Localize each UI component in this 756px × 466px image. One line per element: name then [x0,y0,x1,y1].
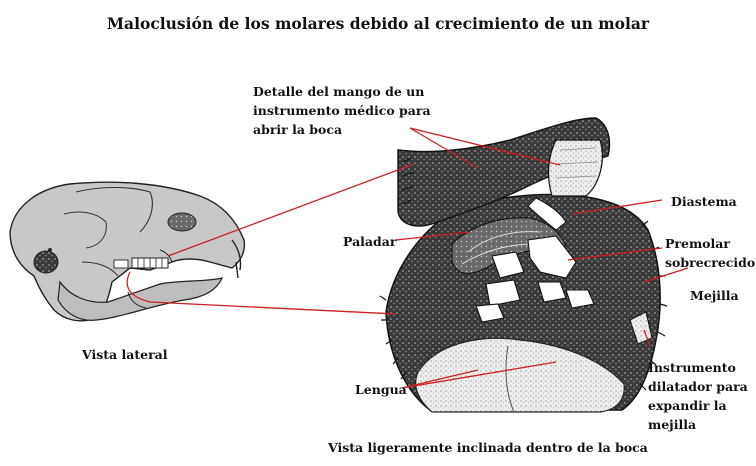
leader-lines [126,127,689,389]
label-instrument-handle: Detalle del mango de un instrumento médi… [253,82,431,139]
leader-skull-to-handle [167,163,415,257]
leader-paladar [395,231,471,241]
instrument-blade [547,139,603,197]
label-instrument-line3: abrir la boca [253,122,343,137]
label-premolar-line2: sobrecrecido [665,255,756,270]
label-instrument-line2: instrumento médico para [253,103,431,118]
mouth-interior-drawing [379,117,668,413]
label-dilator-line1: Instrumento [648,360,736,375]
skull-orbit [167,212,197,232]
tongue [415,337,625,413]
leader-mejilla [643,267,689,283]
label-lengua: Lengua [355,382,407,397]
leader-diastema [571,199,663,215]
label-dilator-line4: mejilla [648,417,697,432]
premolar-overgrown [527,235,577,279]
leader-premolar [567,247,663,261]
leader-skull-to-cheek [126,271,397,315]
label-premolar-line1: Premolar [665,236,730,251]
leader-lengua-1 [401,369,479,389]
caption-lateral-view: Vista lateral [82,347,168,362]
label-dilator-line3: expandir la [648,398,727,413]
leader-instrument-1 [409,127,479,169]
label-instrument-line1: Detalle del mango de un [253,84,425,99]
caption-inside-mouth-view: Vista ligeramente inclinada dentro de la… [328,440,648,455]
label-paladar: Paladar [343,234,397,249]
leader-instrument-2 [409,127,561,166]
label-mejilla: Mejilla [690,288,739,303]
skull-ear-opening [33,250,59,274]
figure-title: Maloclusión de los molares debido al cre… [106,14,650,33]
label-dilator: Instrumento dilatador para expandir la m… [648,358,748,434]
label-premolar: Premolar sobrecrecido [665,234,755,272]
leader-dilator [643,329,651,347]
label-diastema: Diastema [671,194,737,209]
label-dilator-line2: dilatador para [648,379,748,394]
skull-lateral-drawing [9,181,246,322]
leader-lengua-2 [401,361,557,389]
